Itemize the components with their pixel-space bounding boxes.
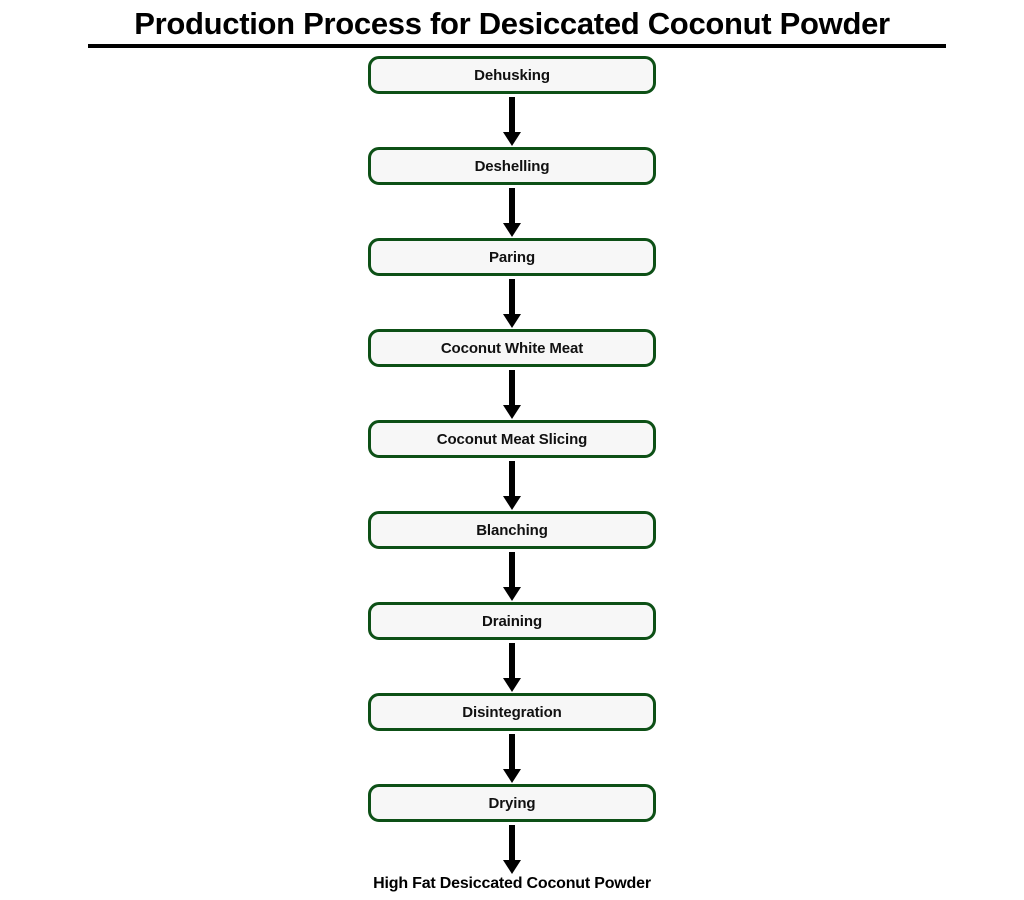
flow-node-label: Disintegration — [462, 703, 562, 721]
down-arrow-icon — [502, 640, 522, 693]
flow-node-label: Draining — [481, 612, 543, 630]
down-arrow-icon — [502, 458, 522, 511]
flow-node-blanching[interactable]: Blanching — [368, 511, 656, 549]
down-arrow-icon — [502, 94, 522, 147]
flow-node-paring[interactable]: Paring — [368, 238, 656, 276]
arrow-shaft — [509, 734, 515, 771]
flow-connector — [368, 276, 656, 329]
flow-node-drying[interactable]: Drying — [368, 784, 656, 822]
flow-node-label: Paring — [488, 248, 536, 266]
arrow-shaft — [509, 643, 515, 680]
flow-connector — [368, 458, 656, 511]
flow-node-label: Dehusking — [474, 66, 550, 84]
flow-node-label: Drying — [488, 794, 536, 812]
flow-node-label: Coconut White Meat — [440, 339, 584, 357]
arrow-head — [503, 132, 521, 146]
arrow-head — [503, 314, 521, 328]
flow-connector — [368, 94, 656, 147]
arrow-shaft — [509, 370, 515, 407]
flow-terminal-output: High Fat Desiccated Coconut Powder — [368, 875, 656, 893]
arrow-shaft — [509, 461, 515, 498]
flow-terminal-label: High Fat Desiccated Coconut Powder — [373, 875, 651, 892]
flow-connector — [368, 185, 656, 238]
flow-connector — [368, 549, 656, 602]
arrow-head — [503, 587, 521, 601]
down-arrow-icon — [502, 549, 522, 602]
down-arrow-icon — [502, 731, 522, 784]
down-arrow-icon — [502, 822, 522, 875]
flow-node-deshelling[interactable]: Deshelling — [368, 147, 656, 185]
down-arrow-icon — [502, 367, 522, 420]
down-arrow-icon — [502, 185, 522, 238]
arrow-head — [503, 860, 521, 874]
flow-node-label: Coconut Meat Slicing — [436, 430, 588, 448]
flow-node-draining[interactable]: Draining — [368, 602, 656, 640]
flow-connector-final — [368, 822, 656, 875]
process-flowchart: Dehusking Deshelling Paring Coconut Whit… — [368, 56, 656, 893]
flow-node-coconut-meat-slicing[interactable]: Coconut Meat Slicing — [368, 420, 656, 458]
arrow-shaft — [509, 552, 515, 589]
flow-connector — [368, 731, 656, 784]
flow-node-dehusking[interactable]: Dehusking — [368, 56, 656, 94]
flow-connector — [368, 640, 656, 693]
arrow-shaft — [509, 279, 515, 316]
down-arrow-icon — [502, 276, 522, 329]
arrow-shaft — [509, 188, 515, 225]
arrow-head — [503, 496, 521, 510]
flow-node-coconut-white-meat[interactable]: Coconut White Meat — [368, 329, 656, 367]
arrow-head — [503, 769, 521, 783]
arrow-head — [503, 223, 521, 237]
arrow-head — [503, 405, 521, 419]
flow-node-label: Blanching — [476, 521, 548, 539]
page-title: Production Process for Desiccated Coconu… — [134, 6, 890, 41]
title-block: Production Process for Desiccated Coconu… — [0, 0, 1024, 48]
arrow-head — [503, 678, 521, 692]
arrow-shaft — [509, 825, 515, 862]
flow-node-label: Deshelling — [474, 157, 550, 175]
arrow-shaft — [509, 97, 515, 134]
flow-node-disintegration[interactable]: Disintegration — [368, 693, 656, 731]
title-underline-rule — [88, 44, 946, 48]
flow-connector — [368, 367, 656, 420]
